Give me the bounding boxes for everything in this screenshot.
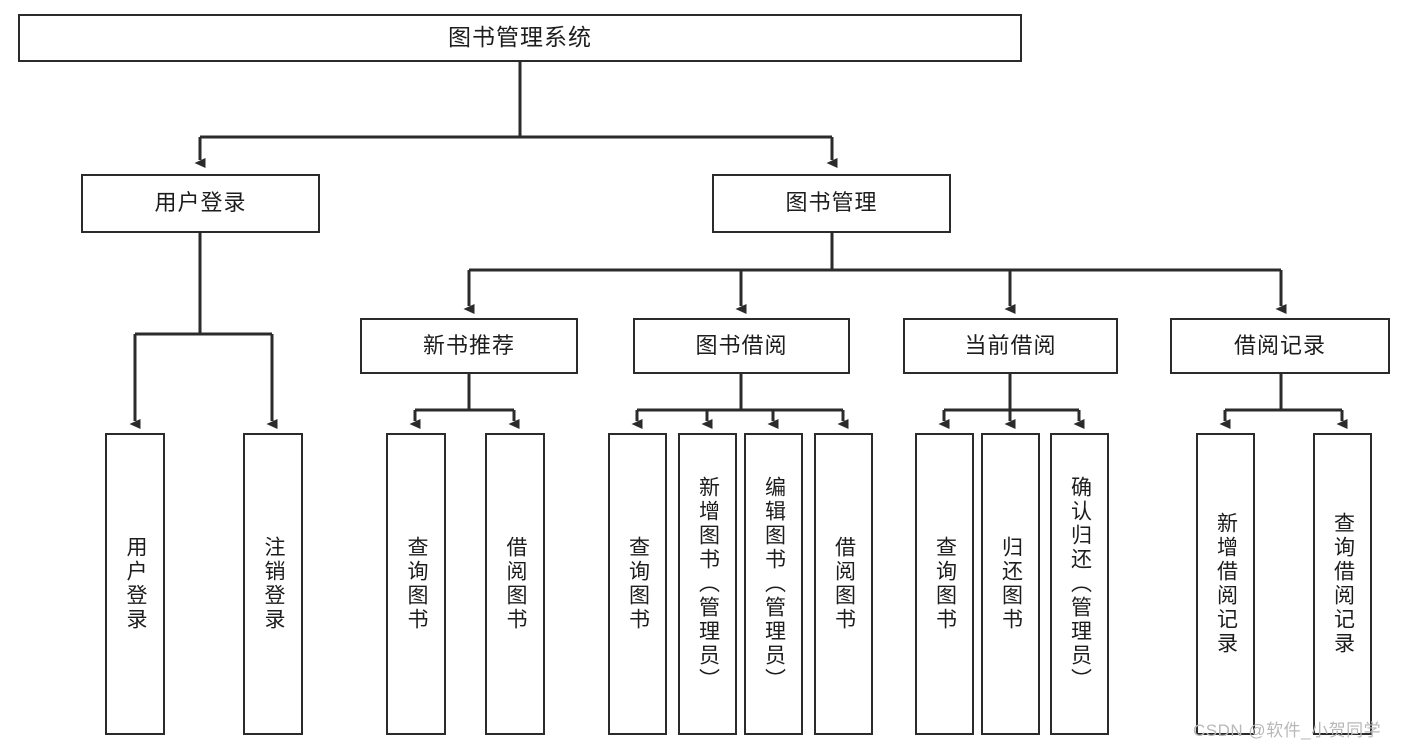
node-leaf-query-book-3[interactable]: 查询图书 xyxy=(915,433,974,735)
node-book-manage-label: 图书管理 xyxy=(785,190,878,216)
node-book-borrow[interactable]: 图书借阅 xyxy=(633,318,850,374)
node-leaf-borrow-book-2-label: 借阅图书 xyxy=(832,536,856,632)
node-book-borrow-label: 图书借阅 xyxy=(695,332,788,358)
node-new-book-rec[interactable]: 新书推荐 xyxy=(360,318,578,374)
node-leaf-logout[interactable]: 注销登录 xyxy=(243,433,303,735)
node-leaf-add-record[interactable]: 新增借阅记录 xyxy=(1196,433,1255,735)
node-root-system[interactable]: 图书管理系统 xyxy=(18,14,1022,62)
node-leaf-return-book-label: 归还图书 xyxy=(999,536,1023,632)
node-leaf-add-record-label: 新增借阅记录 xyxy=(1214,512,1238,656)
node-leaf-query-book-1[interactable]: 查询图书 xyxy=(386,433,446,735)
node-leaf-query-book-2[interactable]: 查询图书 xyxy=(608,433,667,735)
node-root-system-label: 图书管理系统 xyxy=(448,24,592,51)
node-leaf-confirm-return-label: 确认归还（管理员） xyxy=(1068,476,1092,692)
node-book-manage[interactable]: 图书管理 xyxy=(712,174,951,233)
node-leaf-query-book-2-label: 查询图书 xyxy=(626,536,650,632)
node-current-borrow-label: 当前借阅 xyxy=(964,332,1057,358)
node-leaf-borrow-book-1-label: 借阅图书 xyxy=(504,536,528,632)
node-leaf-logout-label: 注销登录 xyxy=(262,536,286,632)
node-leaf-user-login-label: 用户登录 xyxy=(124,536,148,632)
node-new-book-rec-label: 新书推荐 xyxy=(422,332,515,358)
node-leaf-edit-book-label: 编辑图书（管理员） xyxy=(762,476,786,692)
node-leaf-return-book[interactable]: 归还图书 xyxy=(981,433,1040,735)
node-leaf-query-book-1-label: 查询图书 xyxy=(405,536,429,632)
node-user-login[interactable]: 用户登录 xyxy=(81,174,320,233)
node-leaf-edit-book[interactable]: 编辑图书（管理员） xyxy=(744,433,803,735)
node-leaf-query-record-label: 查询借阅记录 xyxy=(1331,512,1355,656)
node-leaf-add-book-label: 新增图书（管理员） xyxy=(696,476,720,692)
node-leaf-add-book[interactable]: 新增图书（管理员） xyxy=(678,433,737,735)
watermark: CSDN @软件_小贺同学 xyxy=(1193,721,1382,740)
node-leaf-borrow-book-2[interactable]: 借阅图书 xyxy=(814,433,873,735)
node-leaf-borrow-book-1[interactable]: 借阅图书 xyxy=(485,433,545,735)
node-user-login-label: 用户登录 xyxy=(154,190,247,216)
node-leaf-query-book-3-label: 查询图书 xyxy=(933,536,957,632)
node-borrow-record-label: 借阅记录 xyxy=(1233,332,1326,358)
node-leaf-query-record[interactable]: 查询借阅记录 xyxy=(1313,433,1372,735)
node-current-borrow[interactable]: 当前借阅 xyxy=(903,318,1118,374)
node-leaf-confirm-return[interactable]: 确认归还（管理员） xyxy=(1050,433,1109,735)
node-leaf-user-login[interactable]: 用户登录 xyxy=(105,433,165,735)
node-borrow-record[interactable]: 借阅记录 xyxy=(1170,318,1390,374)
